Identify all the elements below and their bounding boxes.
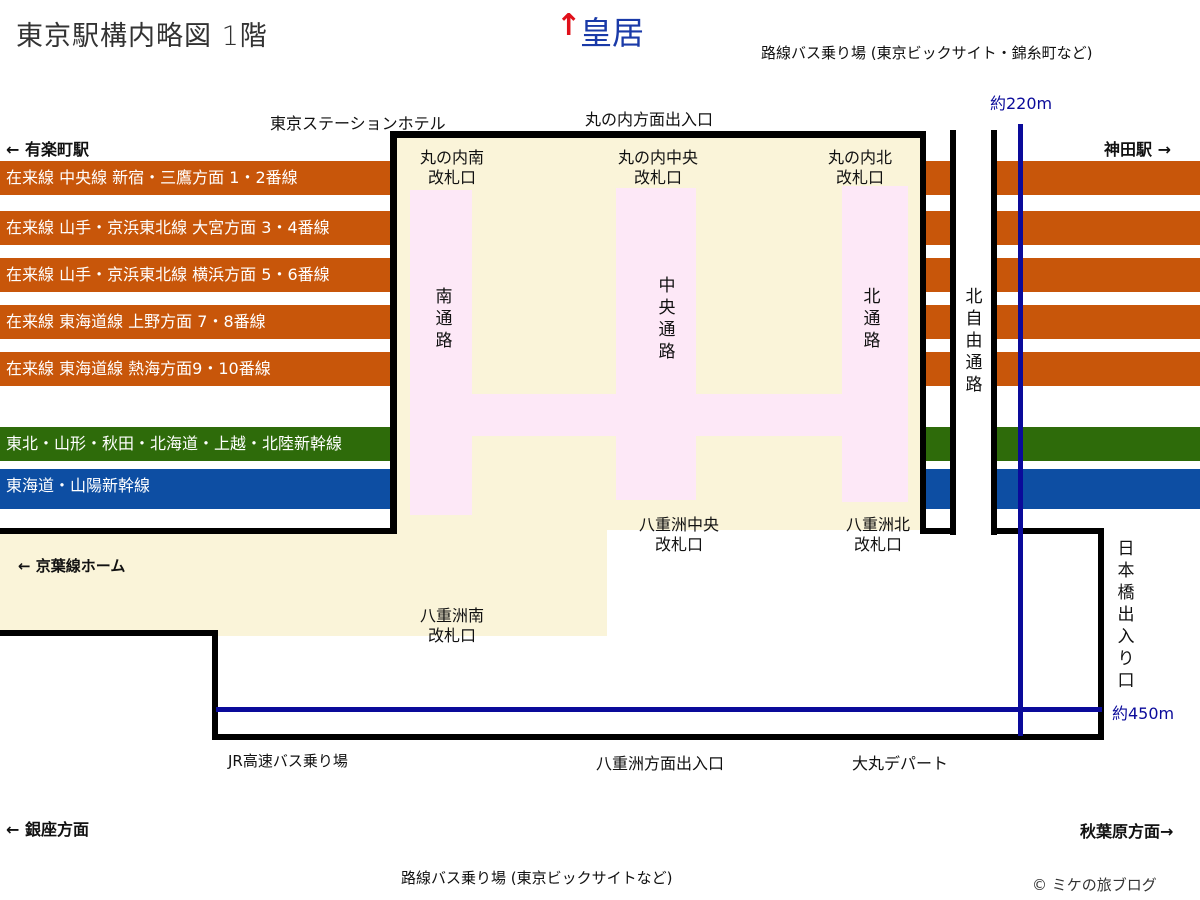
gate-marunouchi-central[interactable]: 丸の内中央 改札口 bbox=[600, 148, 716, 188]
platform-label: 在来線 東海道線 熱海方面9・10番線 bbox=[6, 359, 271, 378]
platform-band-tokaido-shinkansen: 東海道・山陽新幹線 bbox=[0, 467, 392, 509]
concourse-wall-top bbox=[390, 131, 926, 138]
gate-marunouchi-north[interactable]: 丸の内北 改札口 bbox=[812, 148, 908, 188]
gate-yaesu-central[interactable]: 八重洲中央 改札口 bbox=[624, 515, 734, 555]
platform-label: 在来線 山手・京浜東北線 大宮方面 3・4番線 bbox=[6, 218, 330, 237]
marunouchi-entrance-label: 丸の内方面出入口 bbox=[585, 110, 714, 129]
direction-yurakucho: ← 有楽町駅 bbox=[6, 140, 89, 159]
concourse-wall-left bbox=[390, 131, 397, 532]
platform-label: 東海道・山陽新幹線 bbox=[6, 476, 151, 495]
nihonbashi-exit-label: 日本橋出入り口 bbox=[1117, 539, 1135, 691]
gate-yaesu-south[interactable]: 八重洲南 改札口 bbox=[404, 606, 500, 646]
concourse-wall-bottom-left bbox=[0, 528, 397, 534]
direction-akihabara: 秋葉原方面→ bbox=[1080, 822, 1174, 841]
gate-name: 八重洲北 bbox=[845, 515, 910, 534]
concourse-wall-right bbox=[920, 131, 926, 532]
concourse-wall-bottom-right-notch bbox=[920, 528, 956, 534]
yaesu-wall-bottom bbox=[212, 734, 1104, 740]
yaesu-wall-left-step bbox=[0, 630, 218, 636]
passage-label-central: 中央通路 bbox=[658, 276, 676, 362]
yaesu-wall-top-right bbox=[991, 528, 1104, 534]
platform-band-tohoku-shinkansen: 東北・山形・秋田・北海道・上越・北陸新幹線 bbox=[0, 427, 392, 461]
gate-name: 八重洲中央 bbox=[638, 515, 719, 534]
north-arrow-icon: ↑ bbox=[556, 8, 582, 43]
yaesu-wall-right bbox=[1098, 528, 1104, 740]
passage-label-north: 北通路 bbox=[863, 287, 881, 351]
gate-suffix: 改札口 bbox=[654, 535, 703, 554]
gate-name: 丸の内南 bbox=[419, 148, 484, 167]
north-free-passage bbox=[955, 130, 993, 535]
south-passage bbox=[410, 190, 472, 515]
yaesu-entrance-label: 八重洲方面出入口 bbox=[596, 754, 725, 773]
platform-label: 在来線 中央線 新宿・三鷹方面 1・2番線 bbox=[6, 168, 298, 187]
platform-band-9-10: 在来線 東海道線 熱海方面9・10番線 bbox=[0, 352, 392, 386]
passage-label-south: 南通路 bbox=[435, 287, 453, 351]
gate-suffix: 改札口 bbox=[853, 535, 902, 554]
gate-name: 八重洲南 bbox=[419, 606, 484, 625]
platform-label: 在来線 山手・京浜東北線 横浜方面 5・6番線 bbox=[6, 265, 330, 284]
copyright-label: © ミケの旅ブログ bbox=[1032, 876, 1157, 894]
bus-stop-south-label: 路線バス乗り場 (東京ビックサイトなど) bbox=[401, 869, 673, 887]
gate-name: 丸の内北 bbox=[827, 148, 892, 167]
bus-stop-north-label: 路線バス乗り場 (東京ビックサイト・錦糸町など) bbox=[761, 44, 1093, 62]
platform-label: 在来線 東海道線 上野方面 7・8番線 bbox=[6, 312, 266, 331]
direction-ginza: ← 銀座方面 bbox=[6, 820, 89, 839]
gate-suffix: 改札口 bbox=[427, 168, 476, 187]
platform-band-3-4: 在来線 山手・京浜東北線 大宮方面 3・4番線 bbox=[0, 211, 392, 245]
north-passage bbox=[842, 186, 908, 502]
central-passage bbox=[616, 188, 696, 500]
direction-kanda: 神田駅 → bbox=[1104, 140, 1171, 159]
gate-suffix: 改札口 bbox=[835, 168, 884, 187]
keiyo-concourse bbox=[0, 530, 607, 636]
gate-suffix: 改札口 bbox=[427, 626, 476, 645]
platform-label: 東北・山形・秋田・北海道・上越・北陸新幹線 bbox=[6, 434, 343, 453]
north-free-passage-wall-right bbox=[991, 130, 997, 535]
distance-220-label: 約220m bbox=[990, 94, 1053, 113]
passage-label-north-free: 北自由通路 bbox=[965, 287, 983, 395]
jr-highway-bus-label: JR高速バス乗り場 bbox=[228, 752, 348, 770]
yaesu-wall-left bbox=[212, 630, 218, 740]
gate-suffix: 改札口 bbox=[633, 168, 682, 187]
map-title: 東京駅構内略図 1階 bbox=[16, 21, 268, 52]
platform-band-5-6: 在来線 山手・京浜東北線 横浜方面 5・6番線 bbox=[0, 258, 392, 292]
north-free-passage-wall-left bbox=[950, 130, 956, 535]
platform-band-7-8: 在来線 東海道線 上野方面 7・8番線 bbox=[0, 305, 392, 339]
cross-passage bbox=[410, 394, 908, 436]
north-label-imperial-palace: 皇居 bbox=[580, 14, 645, 52]
platform-band-1-2: 在来線 中央線 新宿・三鷹方面 1・2番線 bbox=[0, 161, 392, 195]
distance-450-label: 約450m bbox=[1112, 704, 1175, 723]
gate-marunouchi-south[interactable]: 丸の内南 改札口 bbox=[404, 148, 500, 188]
distance-line-vertical bbox=[1018, 124, 1023, 736]
direction-keiyo-platform: ← 京葉線ホーム bbox=[18, 557, 126, 575]
gate-yaesu-north[interactable]: 八重洲北 改札口 bbox=[830, 515, 926, 555]
station-hotel-label: 東京ステーションホテル bbox=[270, 114, 446, 133]
distance-line-horizontal bbox=[216, 707, 1102, 712]
gate-name: 丸の内中央 bbox=[617, 148, 698, 167]
daimaru-label: 大丸デパート bbox=[852, 754, 949, 773]
